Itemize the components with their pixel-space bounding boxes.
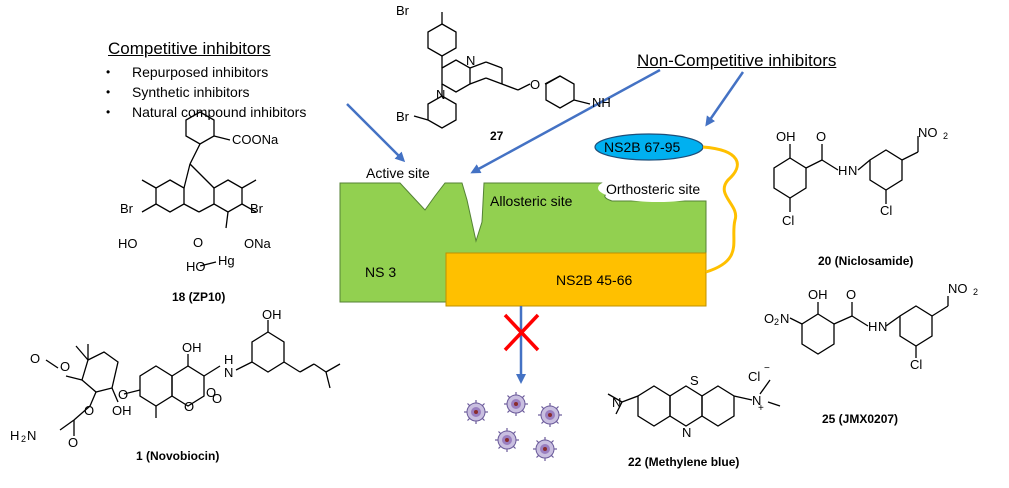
atom-label: N (27, 428, 37, 443)
noncompetitive-arrow-ns2b (705, 71, 745, 127)
atom-label: O (816, 129, 827, 144)
list-item: •Synthetic inhibitors (106, 84, 250, 100)
structure-1 (45, 320, 341, 436)
atom-label: NH (592, 95, 611, 110)
atom-label: N (682, 425, 692, 440)
atom-label: Br (250, 201, 263, 216)
atom-label: O (846, 287, 857, 302)
atom-label: Cl (782, 213, 795, 228)
atom-label: OH (112, 403, 132, 418)
atom-charge: + (758, 403, 764, 414)
atom-label: NO (948, 281, 968, 296)
ns3-label: NS 3 (365, 264, 397, 280)
atom-label: Cl (748, 369, 761, 384)
atom-label: HO (118, 236, 138, 251)
atom-label: O (60, 359, 71, 374)
atom-label: Br (396, 3, 409, 18)
compound-27-caption: 27 (490, 129, 504, 143)
noncompetitive-inhibitors-heading: Non-Competitive inhibitors (637, 51, 837, 70)
list-item: •Natural compound inhibitors (106, 104, 307, 120)
competitive-arrow (346, 103, 406, 163)
atom-label: Cl (910, 357, 923, 372)
virus-particles (463, 391, 563, 462)
atom-label: Br (120, 201, 133, 216)
atom-label: N (848, 163, 858, 178)
atom-label: COONa (232, 132, 279, 147)
atom-label: OH (182, 340, 202, 355)
atom-label: OH (808, 287, 828, 302)
atom-label: H (10, 428, 20, 443)
atom-label: O (184, 399, 195, 414)
atom-label: N (780, 311, 790, 326)
atom-label: O (212, 391, 223, 406)
competitive-inhibitors-heading: Competitive inhibitors (108, 39, 271, 58)
atom-label: ONa (244, 236, 271, 251)
list-item: •Repurposed inhibitors (106, 64, 269, 80)
atom-label: NO (918, 125, 938, 140)
compound-20-caption: 20 (Niclosamide) (818, 254, 914, 268)
atom-label: N (466, 53, 476, 68)
atom-label: N (224, 365, 234, 380)
atom-label: Br (396, 109, 409, 124)
atom-subscript: 2 (973, 287, 979, 297)
atom-label: O (206, 385, 217, 400)
atom-label: Hg (218, 253, 235, 268)
atom-label: N (878, 319, 888, 334)
structure-20 (773, 136, 919, 212)
competitive-inhibitor-list: •Repurposed inhibitors •Synthetic inhibi… (106, 62, 306, 122)
structure-27 (413, 12, 591, 129)
structure-18 (141, 111, 257, 267)
ns2b-45-66-label: NS2B 45-66 (556, 272, 633, 288)
atom-label: O (84, 403, 95, 418)
atom-label: S (690, 373, 699, 388)
atom-label: HO (186, 259, 206, 274)
atom-label: N (612, 395, 622, 410)
compound-1-caption: 1 (Novobiocin) (136, 449, 220, 463)
atom-label: O (30, 351, 41, 366)
ns2b-linker (702, 145, 739, 274)
atom-label: OH (776, 129, 796, 144)
atom-label: O (764, 311, 775, 326)
structure-25 (789, 296, 949, 358)
atom-label: H (838, 163, 848, 178)
block-cross (503, 313, 540, 352)
orthosteric-site-label: Orthosteric site (606, 181, 701, 197)
noncompetitive-arrow-active (470, 68, 661, 174)
allosteric-site-label: Allosteric site (490, 193, 573, 209)
active-site-label: Active site (366, 165, 430, 181)
compound-25-caption: 25 (JMX0207) (822, 412, 899, 426)
atom-subscript: 2 (943, 131, 949, 141)
atom-label: H (224, 352, 234, 367)
atom-label: N (436, 87, 446, 102)
structure-22 (607, 379, 781, 427)
atom-label: O (68, 435, 79, 450)
atom-label: OH (262, 307, 282, 322)
atom-label: O (530, 77, 541, 92)
ns2b-67-95-label: NS2B 67-95 (604, 139, 681, 155)
atom-label: H (868, 319, 878, 334)
compound-22-caption: 22 (Methylene blue) (628, 455, 740, 469)
atom-subscript: 2 (21, 434, 27, 444)
atom-label: O (193, 235, 204, 250)
atom-label: Cl (880, 203, 893, 218)
ns2b-45-66-box (445, 252, 707, 307)
atom-charge: − (764, 363, 770, 374)
atom-label: O (118, 387, 129, 402)
compound-18-caption: 18 (ZP10) (172, 290, 226, 304)
orthosteric-site-shape (598, 174, 718, 202)
atom-label: N (752, 393, 762, 408)
atom-subscript: 2 (774, 317, 780, 327)
